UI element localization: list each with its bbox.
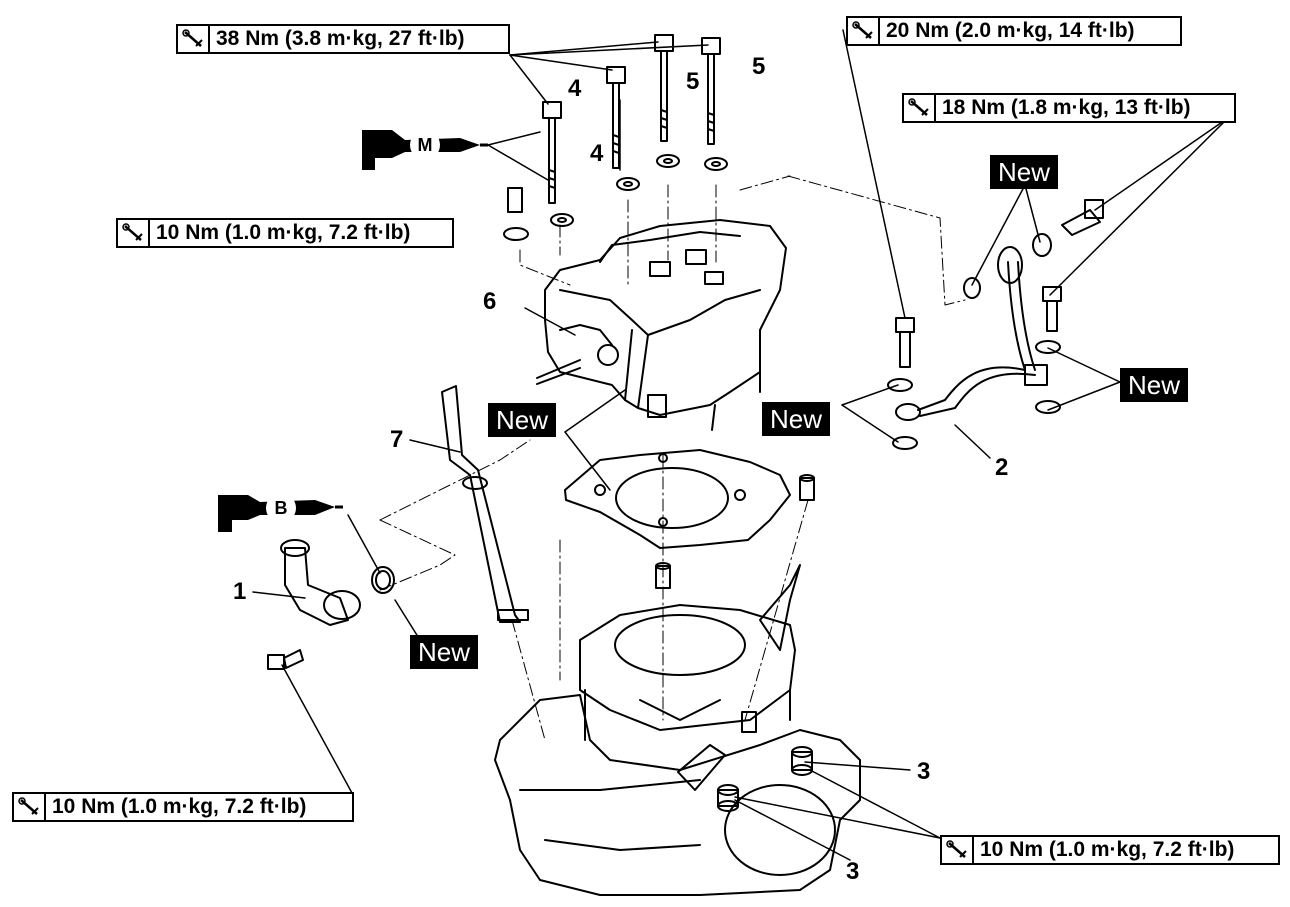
new-badge-head-gasket: New bbox=[488, 403, 557, 437]
torque-spec-18nm: 18 Nm (1.8 m·kg, 13 ft·lb) bbox=[902, 93, 1236, 123]
crankcase bbox=[494, 694, 861, 896]
torque-spec-10nm-water-pipe: 10 Nm (1.0 m·kg, 7.2 ft·lb) bbox=[12, 792, 354, 822]
torque-wrench-icon bbox=[904, 95, 936, 121]
lubricant-letter-m: M bbox=[410, 130, 440, 160]
part-number-3-bottom: 3 bbox=[846, 858, 860, 885]
cylinder-head bbox=[536, 219, 787, 431]
dowel-pins bbox=[655, 474, 815, 589]
new-badge-union-washers-left: New bbox=[762, 402, 831, 436]
lubricant-letter-b: B bbox=[266, 493, 296, 523]
torque-spec-20nm: 20 Nm (2.0 m·kg, 14 ft·lb) bbox=[846, 16, 1182, 46]
plug-bolt-3-right bbox=[791, 746, 813, 776]
o-ring bbox=[371, 566, 395, 594]
torque-wrench-icon bbox=[14, 794, 46, 820]
head-gasket bbox=[564, 449, 791, 549]
torque-value: 10 Nm (1.0 m·kg, 7.2 ft·lb) bbox=[156, 221, 411, 244]
torque-value: 38 Nm (3.8 m·kg, 27 ft·lb) bbox=[216, 27, 465, 50]
new-badge-pipe-washers: New bbox=[990, 155, 1059, 189]
part-number-1: 1 bbox=[233, 578, 247, 605]
plug-bolt-3-left bbox=[717, 784, 739, 812]
torque-wrench-icon bbox=[178, 26, 210, 52]
copper-washers bbox=[887, 233, 1061, 450]
part-number-2: 2 bbox=[995, 454, 1009, 481]
torque-spec-10nm-plug: 10 Nm (1.0 m·kg, 7.2 ft·lb) bbox=[940, 835, 1280, 865]
part-number-6: 6 bbox=[483, 288, 497, 315]
part-number-4-lower: 4 bbox=[590, 140, 604, 167]
torque-spec-10nm-head: 10 Nm (1.0 m·kg, 7.2 ft·lb) bbox=[116, 218, 454, 248]
torque-wrench-icon bbox=[118, 220, 150, 246]
water-pipe-bolt bbox=[267, 649, 304, 670]
new-badge-o-ring: New bbox=[410, 635, 479, 669]
torque-value: 10 Nm (1.0 m·kg, 7.2 ft·lb) bbox=[980, 838, 1235, 861]
bolt-4-right bbox=[606, 66, 626, 169]
part-number-3-right: 3 bbox=[917, 758, 931, 785]
part-number-7: 7 bbox=[390, 426, 404, 453]
lubricant-b: B bbox=[222, 484, 342, 534]
torque-value: 18 Nm (1.8 m·kg, 13 ft·lb) bbox=[942, 96, 1191, 119]
new-badge-union-washers-right: New bbox=[1120, 368, 1189, 402]
assembly-lines bbox=[379, 175, 966, 741]
torque-wrench-icon bbox=[942, 837, 974, 863]
water-pipe-elbow bbox=[280, 539, 361, 626]
washers bbox=[503, 154, 728, 241]
part-number-5-right: 5 bbox=[752, 53, 766, 80]
torque-value: 20 Nm (2.0 m·kg, 14 ft·lb) bbox=[886, 19, 1135, 42]
lubricant-m: M bbox=[366, 121, 486, 171]
part-number-4-upper: 4 bbox=[568, 75, 582, 102]
bolt-5-left bbox=[654, 34, 674, 142]
cylinder-block bbox=[579, 564, 801, 741]
bolt-5-right bbox=[701, 37, 721, 145]
oil-delivery-pipe bbox=[895, 246, 1048, 421]
torque-value: 10 Nm (1.0 m·kg, 7.2 ft·lb) bbox=[52, 795, 307, 818]
union-bolts bbox=[895, 199, 1104, 368]
cam-chain-guide bbox=[441, 385, 529, 623]
torque-spec-38nm: 38 Nm (3.8 m·kg, 27 ft·lb) bbox=[176, 24, 510, 54]
bolt-4-left bbox=[542, 101, 562, 204]
part-number-5-left: 5 bbox=[686, 68, 700, 95]
torque-wrench-icon bbox=[848, 18, 880, 44]
